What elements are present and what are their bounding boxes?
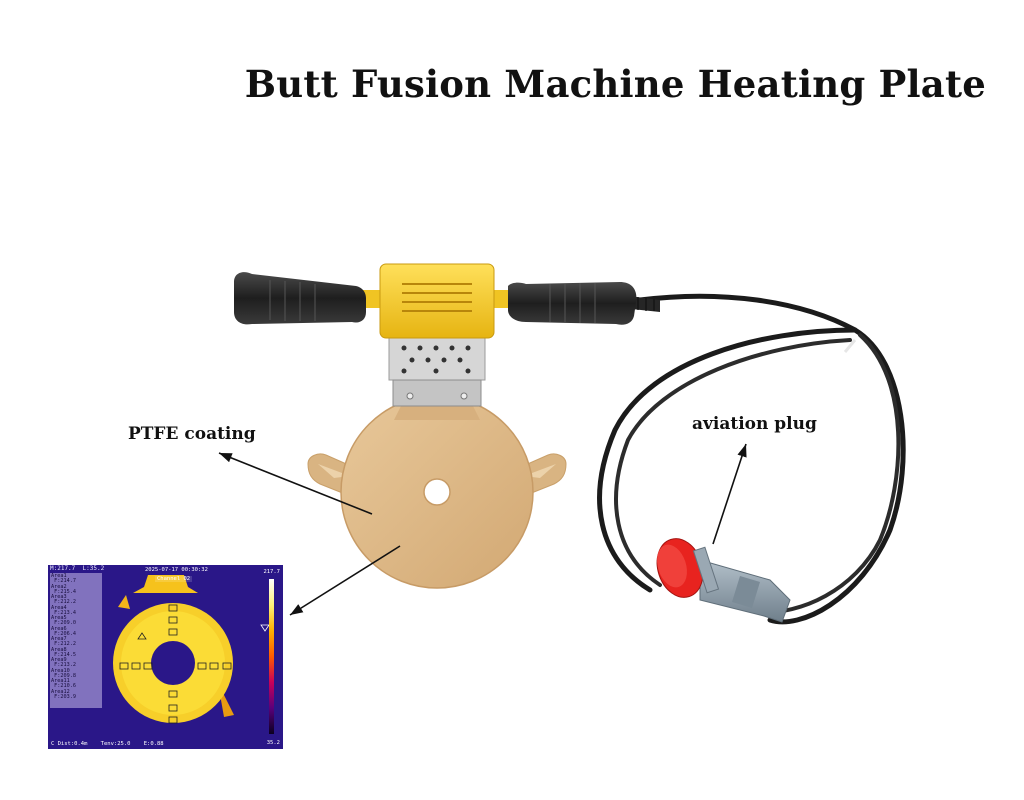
thermal-plate-graphic <box>113 575 270 724</box>
ptfe-arrow <box>218 452 373 515</box>
scale-min: 35.2 <box>266 740 280 746</box>
thermal-arrow <box>289 545 401 616</box>
thermal-footer: C Dist:0.4m Tenv:25.0 E:0.88 <box>51 741 164 747</box>
yellow-housing <box>379 263 495 339</box>
power-cable <box>597 293 906 625</box>
temperature-readout: M:217.7 L:35.2 <box>50 565 105 572</box>
aviation-plug-graphic <box>656 538 791 623</box>
thermal-image-inset: M:217.7 L:35.2 Area1 F:214.7 Area2 F:215… <box>48 565 283 749</box>
plug-arrow <box>712 443 747 545</box>
scale-max: 217.7 <box>263 569 280 575</box>
thermal-timestamp: 2025-07-17 00:30:32 <box>145 567 208 573</box>
plate-bracket <box>388 335 486 407</box>
thermal-channel: Channel 02 <box>155 576 193 582</box>
page-title: Butt Fusion Machine Heating Plate <box>244 62 986 106</box>
temperature-colorbar <box>269 579 274 734</box>
area-temperature-list: Area1 F:214.7 Area2 F:215.4 Area3 F:212.… <box>50 573 102 708</box>
ptfe-coating-label: PTFE coating <box>128 424 256 444</box>
aviation-plug-label: aviation plug <box>692 414 817 434</box>
heating-plate <box>307 395 567 589</box>
